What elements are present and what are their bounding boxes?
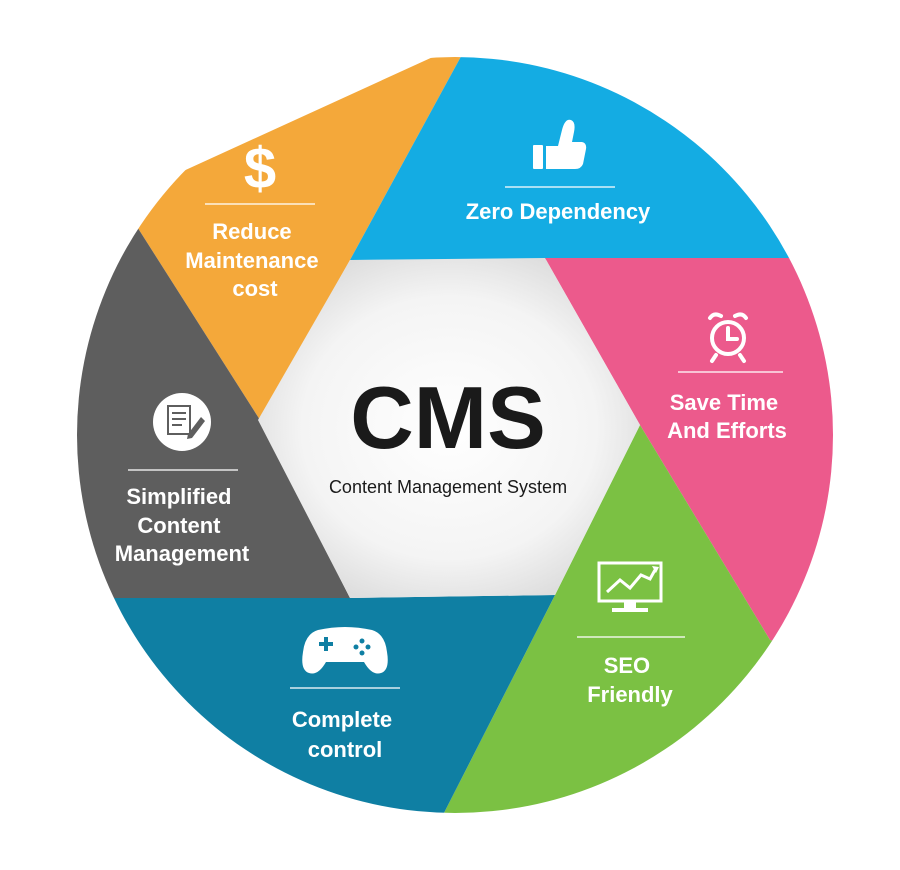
monitor-chart-icon — [597, 561, 663, 612]
segment-simplified-content-management — [77, 200, 350, 598]
segment-reduce-maintenance-cost — [120, 57, 470, 420]
segment-save-time-and-efforts — [545, 258, 833, 660]
thumbs-up-icon — [533, 119, 587, 169]
label-complete-control: Complete control — [292, 707, 398, 762]
center-hexagon — [258, 258, 640, 598]
label-save-time-and-efforts: Save Time And Efforts — [667, 390, 787, 443]
document-edit-icon — [153, 393, 211, 451]
alarm-clock-icon — [708, 312, 748, 363]
gamepad-icon — [302, 627, 388, 674]
dollar-icon: $ — [244, 136, 276, 201]
center-title: CMS — [350, 368, 546, 467]
center-subtitle: Content Management System — [329, 477, 567, 497]
svg-text:$: $ — [244, 136, 276, 201]
label-simplified-content-management: Simplified Content Management — [115, 484, 250, 566]
label-zero-dependency: Zero Dependency — [466, 199, 651, 224]
label-reduce-maintenance-cost: Reduce Maintenance cost — [185, 219, 324, 301]
label-seo-friendly: SEO Friendly — [587, 653, 673, 707]
